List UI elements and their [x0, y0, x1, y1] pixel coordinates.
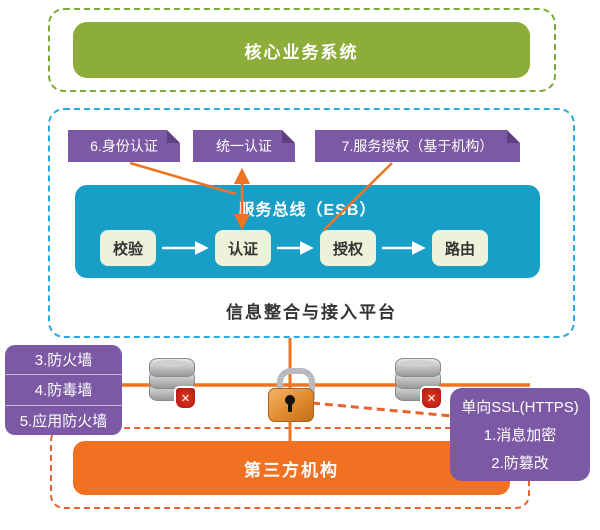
step-authenticate: 认证 [215, 230, 271, 266]
step-authenticate-label: 认证 [227, 240, 258, 258]
tag-identity-auth-label: 6.身份认证 [90, 138, 158, 154]
security-item-antivirus: 4.防毒墙 [5, 374, 122, 404]
database-blocked-icon: ✕ [395, 358, 443, 410]
padlock-icon [268, 368, 315, 422]
security-item-firewall: 3.防火墙 [5, 345, 122, 374]
step-authorize-label: 授权 [332, 240, 363, 258]
blocked-x-badge: ✕ [420, 386, 443, 410]
tag-unified-auth-label: 统一认证 [216, 138, 272, 154]
core-system-label: 核心业务系统 [244, 42, 359, 62]
core-system-box: 核心业务系统 [73, 22, 530, 78]
step-verify: 校验 [100, 230, 156, 266]
step-verify-label: 校验 [112, 240, 143, 258]
security-item-label: 4.防毒墙 [34, 382, 93, 400]
db-top [154, 360, 188, 367]
padlock-shackle [277, 368, 315, 400]
step-route: 路由 [432, 230, 488, 266]
third-party-label: 第三方机构 [244, 460, 339, 480]
third-party-box: 第三方机构 [73, 441, 510, 495]
platform-dashed-frame [48, 108, 575, 338]
esb-title: 服务总线（ESB） [238, 202, 377, 219]
security-item-label: 5.应用防火墙 [19, 412, 108, 430]
ssl-item-tamperproof: 2.防篡改 [491, 455, 549, 472]
db-top [400, 360, 434, 367]
step-route-label: 路由 [444, 240, 475, 258]
blocked-x-badge: ✕ [174, 386, 197, 410]
ssl-item-encryption: 1.消息加密 [483, 427, 557, 444]
platform-caption: 信息整合与接入平台 [226, 303, 397, 322]
security-item-label: 3.防火墙 [34, 352, 93, 370]
tag-service-authz-label: 7.服务授权（基于机构） [341, 138, 494, 154]
core-system-dashed-frame [48, 8, 556, 92]
tag-identity-auth: 6.身份认证 [68, 130, 180, 162]
padlock-keyhole [288, 402, 292, 412]
step-authorize: 授权 [320, 230, 376, 266]
security-measures-left: 3.防火墙 4.防毒墙 5.应用防火墙 [5, 345, 122, 435]
security-measures-right: 单向SSL(HTTPS) 1.消息加密 2.防篡改 [450, 388, 590, 481]
ssl-title: 单向SSL(HTTPS) [461, 399, 579, 416]
tag-unified-auth: 统一认证 [193, 130, 295, 162]
database-blocked-icon: ✕ [149, 358, 197, 410]
padlock-keyhole [285, 395, 295, 405]
tag-service-authz: 7.服务授权（基于机构） [315, 130, 520, 162]
security-item-app-firewall: 5.应用防火墙 [5, 404, 122, 435]
